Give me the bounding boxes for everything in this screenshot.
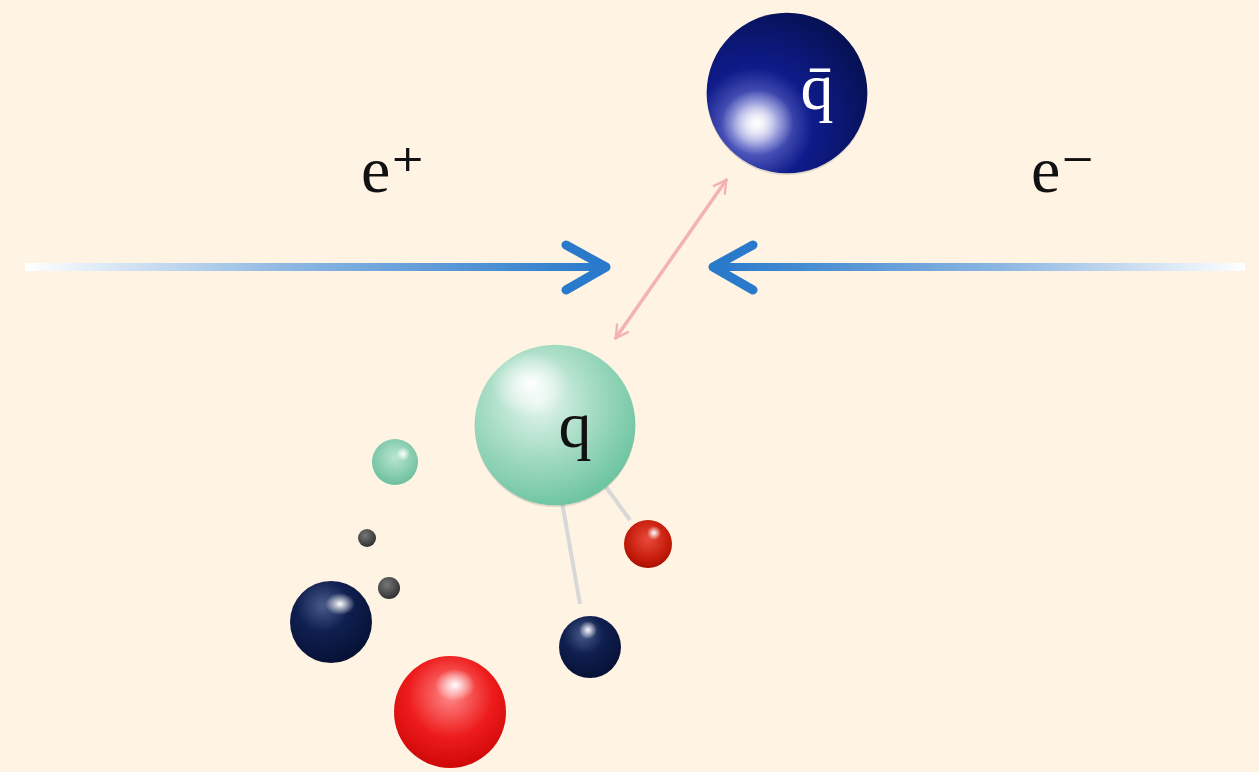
quark-sphere: q	[473, 343, 637, 507]
positron-label: e⁺	[361, 137, 425, 203]
particle-symbol: q̄	[801, 54, 834, 120]
sphere-outline	[705, 11, 869, 175]
pair-production-arrow	[616, 180, 727, 338]
antiquark-sphere: q̄	[705, 11, 869, 175]
electron-label: e⁻	[1031, 137, 1095, 203]
particle-symbol: q	[559, 392, 592, 458]
sphere-outline	[473, 343, 637, 507]
